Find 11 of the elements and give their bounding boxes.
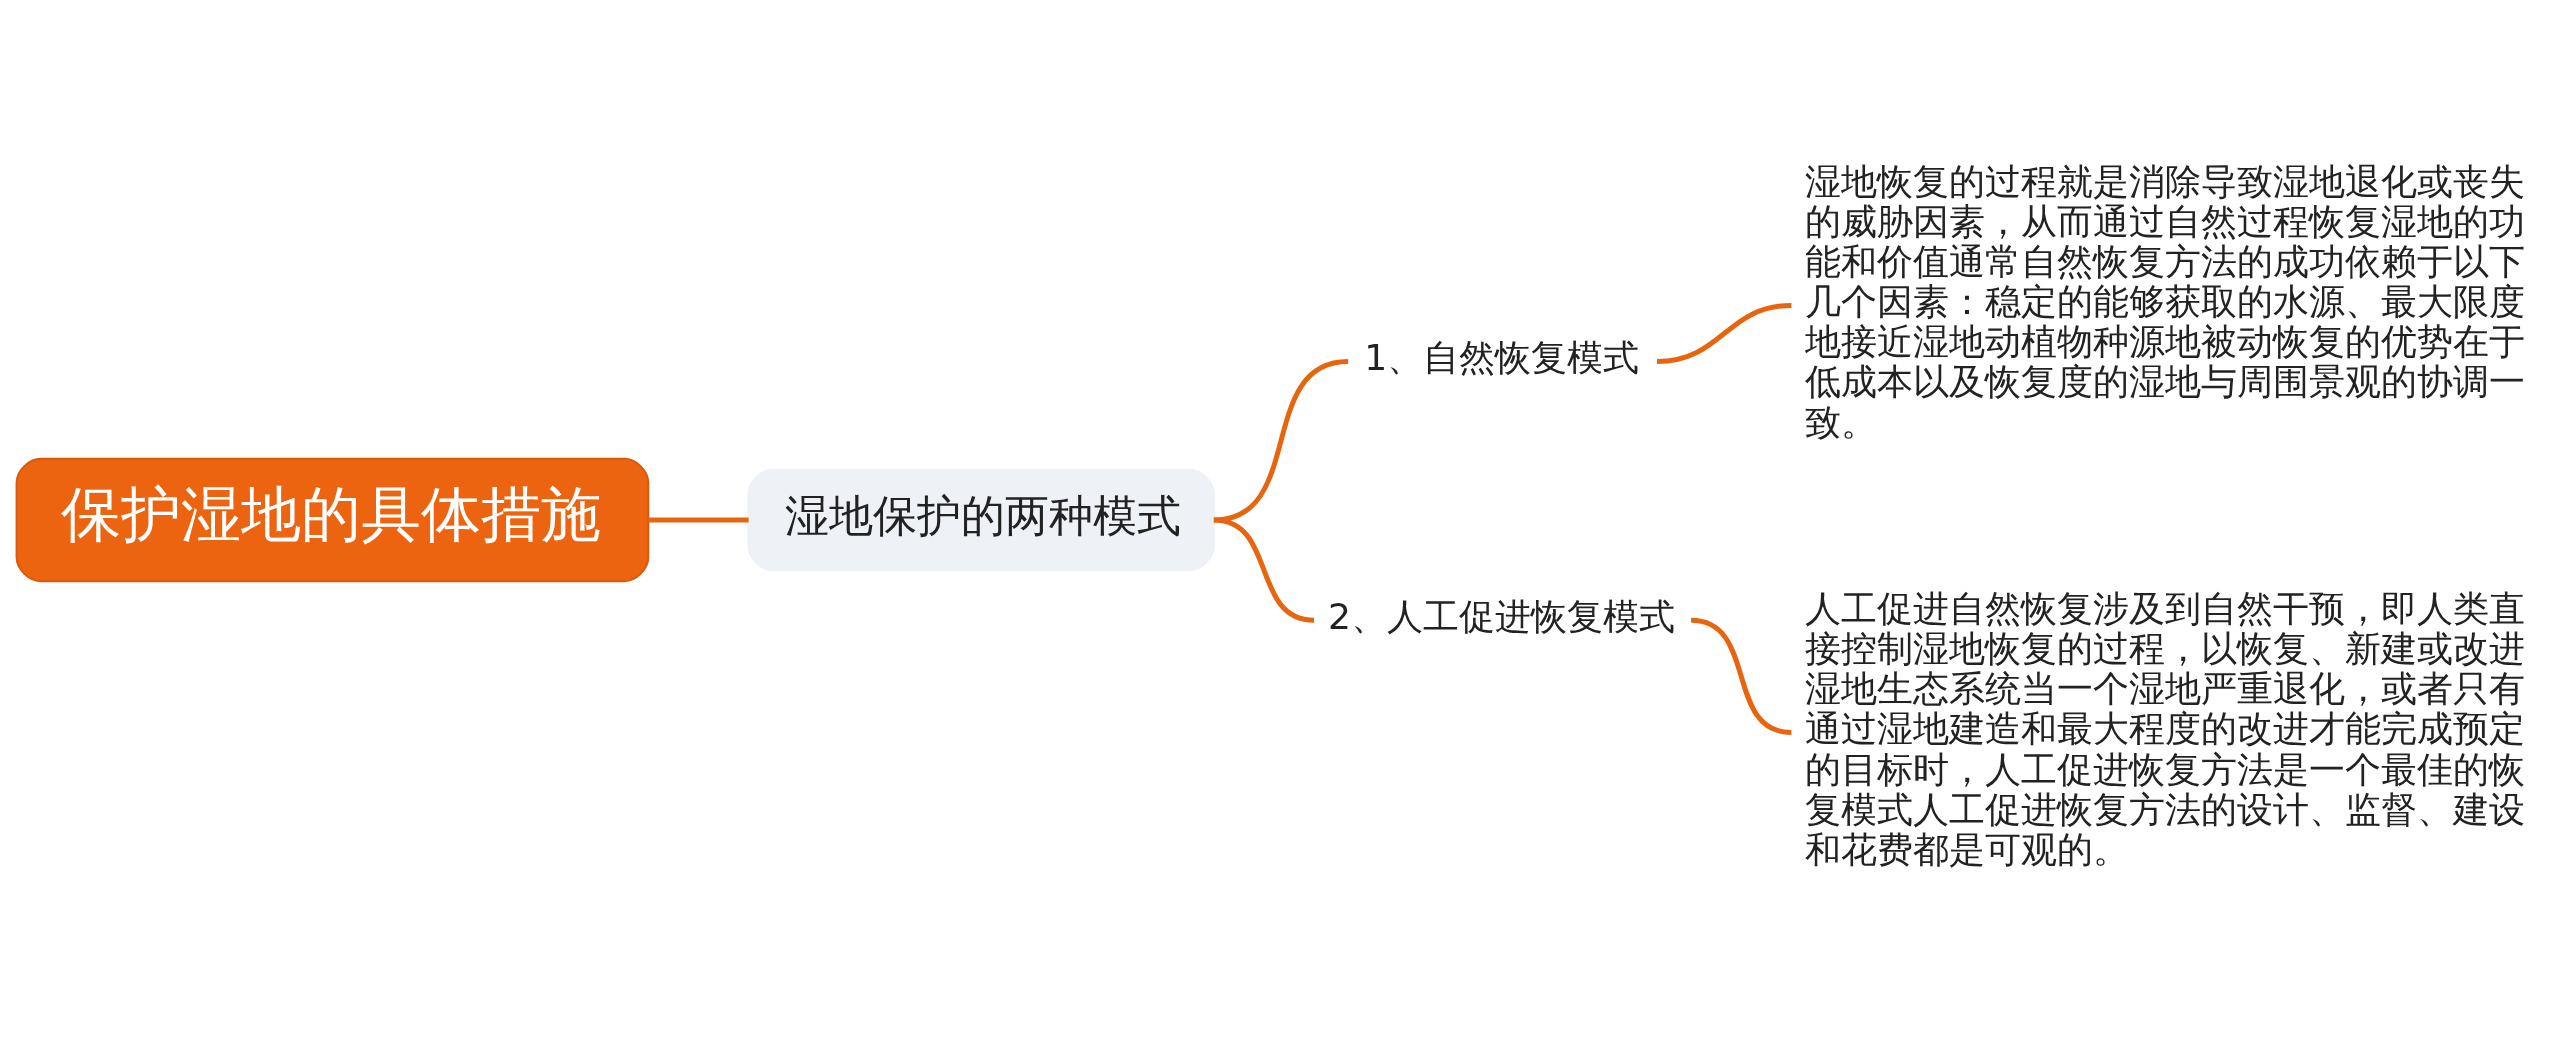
node-box: 湿地保护的两种模式 [747,468,1215,572]
connector [648,517,749,523]
connector [1656,302,1792,365]
connector [1213,359,1349,523]
node-text: 1、自然恢复模式 [1364,337,1640,380]
node-text: 人工促进自然恢复涉及到自然干预，即人类直接控制湿地恢复的过程，以恢复、新建或改进湿地生态系统当一个湿地严重退化，或者只有通过湿地建造和最大程度的改进才能完成预定的目标时，人工促进恢复方法是一个最佳的恢复模式人工促进恢复方法的设计、监督、建设和花费都是可观的。 [1805,588,2526,871]
node-text: 湿地恢复的过程就是消除导致湿地退化或丧失的威胁因素，从而通过自然过程恢复湿地的功能和价值通常自然恢复方法的成功依赖于以下几个因素：稳定的能够获取的水源、最大限度地接近湿地动植物种源地被动恢复的优势在于低成本以及恢复度的湿地与周围景观的协调一致。 [1805,160,2526,444]
connector [1690,617,1792,736]
node-text: 2、人工促进恢复模式 [1328,596,1676,639]
node-box: 保护湿地的具体措施 [15,457,650,583]
connector [1213,517,1315,623]
